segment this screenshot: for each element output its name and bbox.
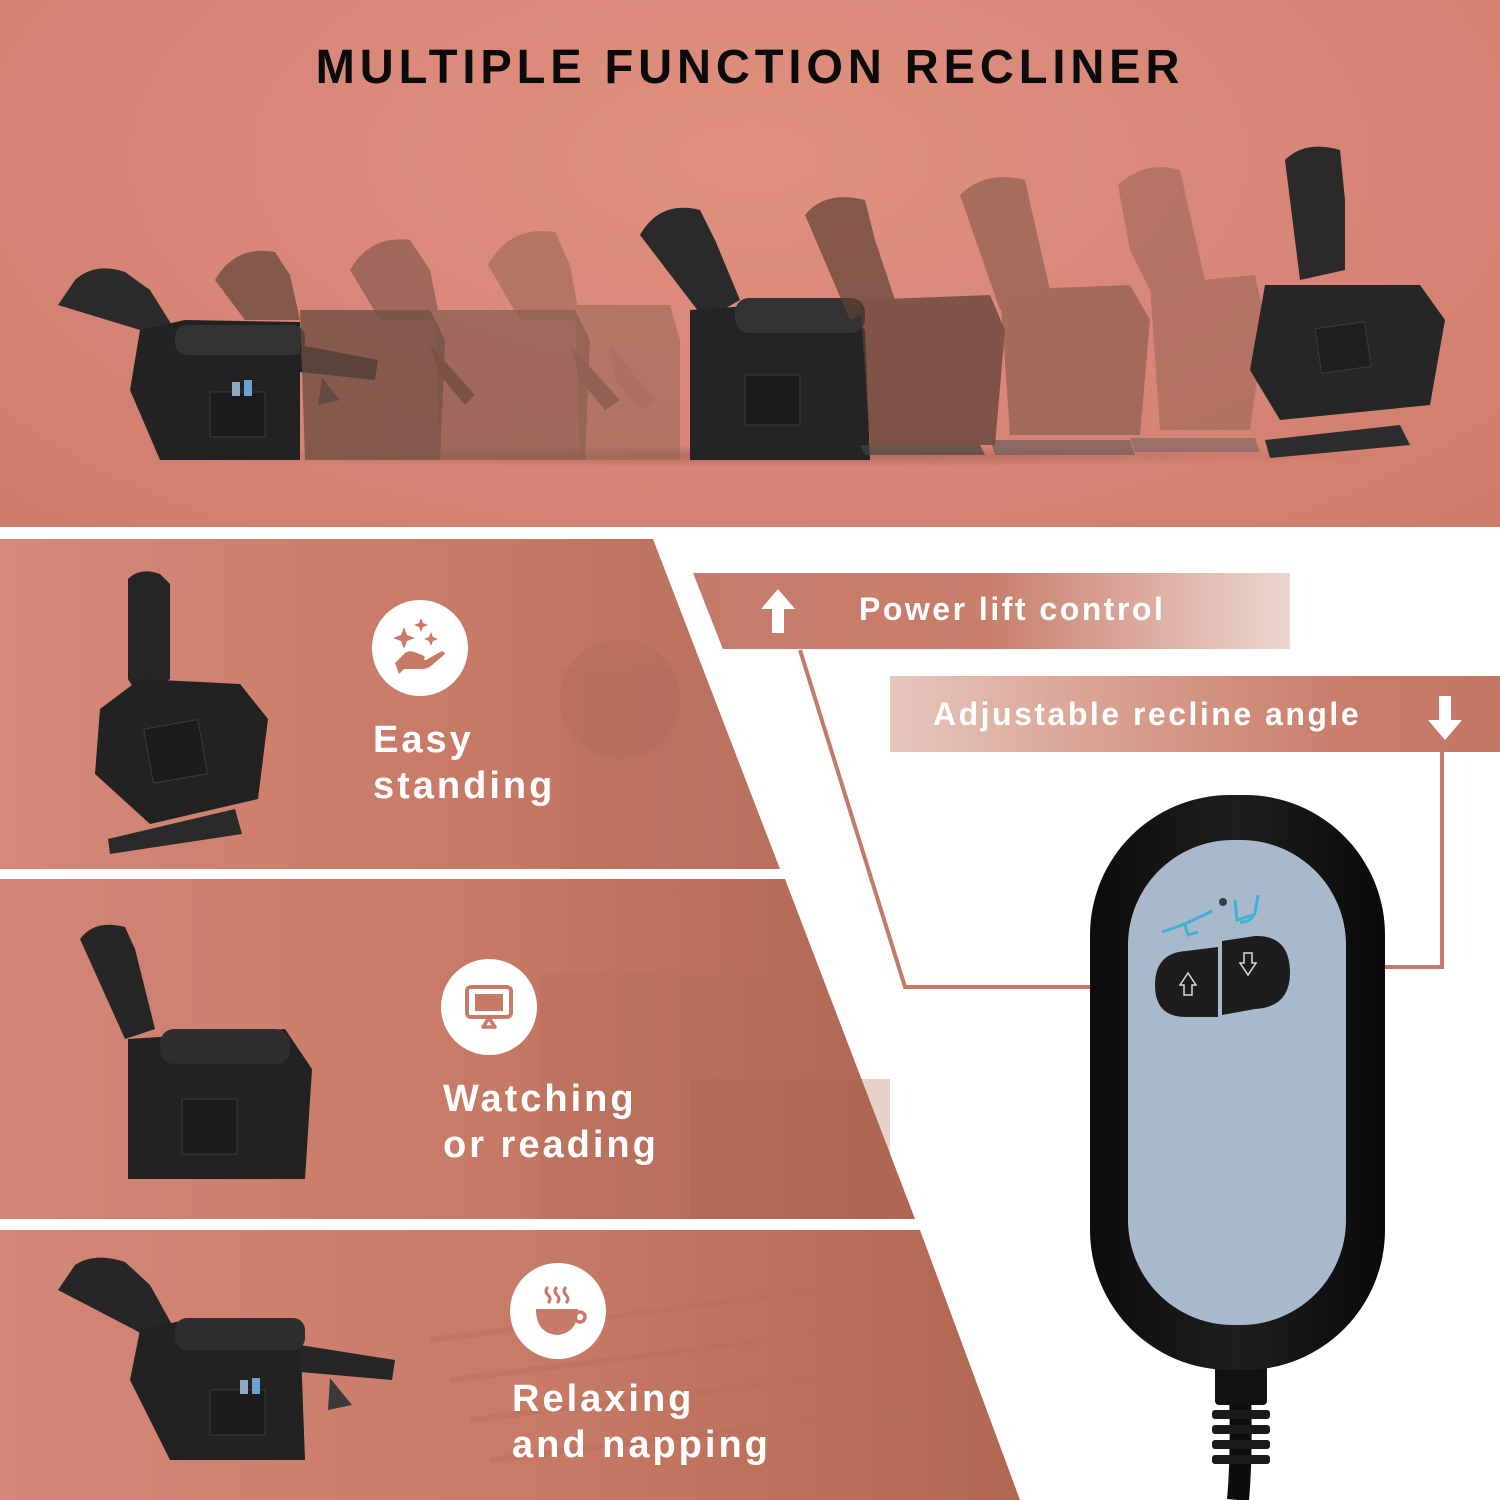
chair-reclined-image: [58, 1257, 395, 1460]
coffee-cup-icon: [510, 1263, 606, 1359]
panel-background: [0, 879, 915, 1219]
panel-background: [0, 539, 780, 869]
chair-reclined-black: [58, 268, 378, 460]
remote-button-up[interactable]: [1155, 947, 1218, 1017]
arrow-up-icon: [761, 589, 795, 633]
remote-button-down[interactable]: [1222, 935, 1290, 1015]
monitor-icon: [441, 959, 537, 1055]
top-banner: MULTIPLE FUNCTION RECLINER: [0, 0, 1500, 527]
chair-lifted-black: [1250, 146, 1445, 458]
chair-reclined-brown-3: [488, 230, 680, 460]
recline-chair-icon: [1161, 909, 1213, 937]
feature-label-easy-standing: Easy standing: [373, 719, 556, 807]
chair-lifting-brown-3: [1118, 167, 1265, 452]
led-indicator-icon: [1219, 898, 1227, 906]
chair-lifting-brown-2: [960, 177, 1150, 455]
callout-label-recline: Adjustable recline angle: [933, 696, 1362, 732]
arrow-down-icon: [1428, 696, 1462, 740]
callout-adjustable-recline-angle: Adjustable recline angle: [890, 676, 1500, 752]
chair-lifted-image: [95, 571, 268, 854]
chair-lifting-brown-1: [805, 197, 1005, 455]
chair-reclined-brown-2: [350, 239, 620, 460]
feature-label-relaxing-napping: Relaxing and napping: [512, 1378, 771, 1466]
panel-background: [0, 1230, 1020, 1500]
hand-remote-image: [1090, 795, 1385, 1500]
upright-chair-icon: [1233, 894, 1260, 924]
feature-panel-easy-standing: Easy standing: [0, 539, 790, 869]
sparkle-hand-icon: [372, 600, 468, 696]
callout-label-lift: Power lift control: [859, 591, 1166, 627]
feature-panel-watching-reading: Watching or reading: [0, 879, 930, 1219]
callout-power-lift-control: Power lift control: [693, 573, 1290, 649]
chair-upright-black: [640, 207, 870, 460]
arrow-down-outline-icon: [1238, 952, 1258, 977]
page-title: MULTIPLE FUNCTION RECLINER: [315, 41, 1185, 94]
feature-label-watching-reading: Watching or reading: [443, 1078, 659, 1166]
chair-upright-image: [80, 924, 312, 1179]
feature-panel-relaxing-napping: Relaxing and napping: [0, 1230, 1050, 1500]
recliner-sequence-image: [58, 146, 1445, 460]
arrow-up-outline-icon: [1178, 971, 1198, 996]
